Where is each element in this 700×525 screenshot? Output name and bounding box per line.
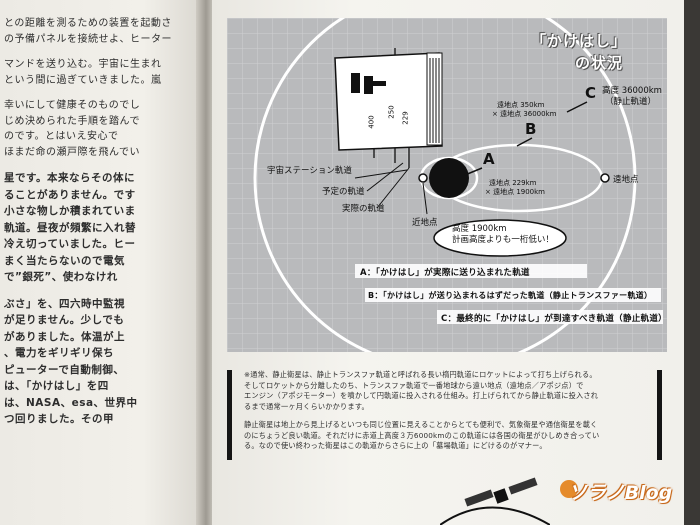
left-page-line: は、「かけはし」を四 [4, 380, 109, 392]
page-edge [684, 0, 700, 525]
diagram-subtitle: の状況 [575, 54, 624, 72]
satellite-illustration [440, 477, 550, 525]
apogee-b-2: × 遠地点 36000km [492, 110, 557, 118]
left-page-line: ピューターで自動制御、 [4, 363, 125, 376]
note-line: るまで通常一ヶ月くらいかかります。 [244, 401, 369, 411]
c-orbit: （静止軌道） [605, 97, 657, 107]
apogee-a: 遠地点 229km [489, 179, 537, 187]
left-page-line: 星です。本来ならその体に [4, 172, 135, 184]
left-page-line: 小さな物しか積まれていま [4, 205, 136, 217]
apogee-point [600, 173, 610, 183]
key-c: C：最終的に「かけはし」が到達すべき軌道（静止軌道） [441, 314, 667, 324]
left-page-line: まく当たらないので電気 [4, 254, 125, 267]
note-line: 静止衛星は地上から見上げるといつも同じ位置に見えることからとても便利で、気象衛星… [244, 420, 598, 429]
left-page-line: マンドを送り込む。宇宙に生まれ [4, 59, 162, 70]
note-bar-right [657, 370, 662, 460]
left-page-line: がありました。体温が上 [4, 330, 125, 343]
left-page-line: のです。とはいえ安心で [4, 131, 119, 142]
left-page-line: 軌道。昼夜が頻繁に入れ替 [4, 221, 136, 234]
actual-orbit-label: 実際の軌道 [342, 204, 385, 214]
left-page-line: の予備パネルを接続せよ、ヒーター [4, 33, 172, 45]
note-block: ※通常、静止衛星は、静止トランスファ軌道と呼ばれる長い楕円軌道にロケットによって… [244, 370, 654, 452]
callout-line-1: 高度 1900km [452, 224, 507, 234]
label-a: A [483, 150, 495, 168]
label-b: B [525, 120, 537, 138]
orbit-diagram-art [227, 18, 667, 352]
left-page-line: という間に過ぎていきました。嵐 [4, 74, 162, 86]
key-b: B：「かけはし」が送り込まれるはずだった軌道（静止トランスファー軌道） [368, 291, 653, 300]
perigee-label: 近地点 [412, 218, 438, 228]
earth [429, 158, 469, 198]
space-station-orbit-label: 宇宙ステーション軌道 [267, 166, 352, 176]
left-page-line: ほまだ命の瀬戸際を飛んでい [4, 146, 140, 158]
note-line: エンジン（アポジモーター）を噴かして円軌道に投入される仕組み。打上げられてから静… [244, 391, 599, 400]
callout-line-2: 計画高度よりも一桁低い！ [452, 235, 554, 245]
key-a: A：「かけはし」が実際に送り込まれた軌道 [360, 268, 530, 278]
logo-icon [560, 480, 578, 498]
apogee-label: 遠地点 [613, 175, 639, 185]
diagram-title: 「かけはし」 [531, 32, 628, 50]
left-page-line: が足りません。少しでも [4, 314, 125, 326]
orbit-c [253, 18, 637, 352]
apogee-b: 遠地点 350km [497, 101, 545, 109]
watermark: ソラノBlog [568, 482, 673, 504]
left-page-line: 幸いにして健康そのものでし [4, 100, 141, 111]
left-page-line: 冷え切っていました。ヒー [4, 238, 136, 250]
left-page-line: じめ決められた手順を踏んで [4, 115, 140, 127]
left-page-line: で”銀死”、使わなけれ [4, 271, 118, 283]
callout: 高度 1900km 計画高度よりも一桁低い！ [452, 224, 554, 246]
note-bar-left [227, 370, 232, 460]
book-gutter [196, 0, 216, 525]
left-page-line: との距離を測るための装置を起動さ [4, 18, 172, 29]
height-229: 229 [401, 111, 410, 125]
orbit-diagram: 「かけはし」 の状況 C B A 高度 36000km （静止軌道） 遠地点 3… [227, 18, 667, 352]
label-c: C [585, 84, 597, 102]
left-page-line: つ回りました。その甲 [4, 413, 114, 425]
perigee-point [418, 173, 428, 183]
apogee-a-2: × 遠地点 1900km [485, 188, 546, 196]
height-400: 400 [367, 115, 376, 129]
left-page: との距離を測るための装置を起動さの予備パネルを接続せよ、ヒーターマンドを送り込む… [0, 0, 205, 525]
note-line: のにちょうど良い軌道。それだけに赤道上高度３万6000kmのこの軌道には各国の衛… [244, 430, 600, 440]
note-line: そしてロケットから分離したのち、トランスファ軌道で一番地球から遠い地点（遠地点／… [244, 380, 584, 390]
height-250: 250 [387, 105, 396, 119]
planned-orbit-label: 予定の軌道 [322, 187, 365, 197]
left-page-line: ぶさ」を、四六時中監視 [4, 297, 125, 310]
left-page-line: は、NASA、esa、世界中 [4, 396, 138, 409]
left-page-line: 、電力をギリギリ保ち [4, 347, 114, 359]
note-line: る。なので使い終わった衛星はこの軌道からさらに上の「墓場軌道」にどけるのがマナー… [244, 441, 547, 450]
c-altitude: 高度 36000km [602, 86, 662, 96]
left-page-line: ることがありません。です [4, 188, 136, 201]
note-line: ※通常、静止衛星は、静止トランスファ軌道と呼ばれる長い楕円軌道にロケットによって… [244, 370, 597, 379]
